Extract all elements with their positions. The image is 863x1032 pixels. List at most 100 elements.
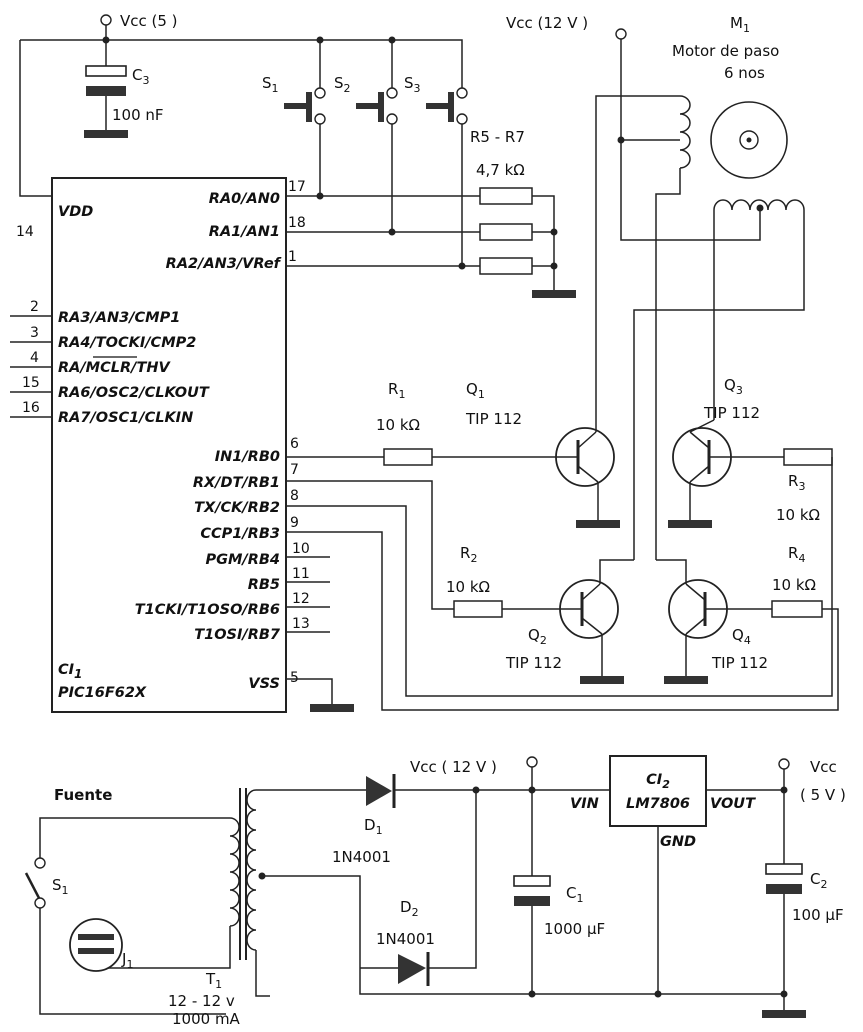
svg-text:RA0/AN0: RA0/AN0 [209, 191, 280, 207]
transistor-q4: Q4 TIP 112 [656, 559, 772, 684]
svg-text:R4: R4 [788, 544, 805, 565]
svg-text:S1: S1 [262, 74, 279, 95]
svg-text:1000 mA: 1000 mA [172, 1010, 241, 1028]
motor-m1: Vcc (12 V ) M1 Motor de paso 6 nos [506, 14, 805, 560]
svg-text:RA1/AN1: RA1/AN1 [209, 224, 280, 240]
svg-text:10 kΩ: 10 kΩ [772, 576, 816, 594]
svg-text:R3: R3 [788, 472, 805, 493]
svg-text:T1: T1 [205, 970, 222, 991]
svg-text:9: 9 [290, 515, 299, 531]
svg-text:RX/DT/RB1: RX/DT/RB1 [193, 475, 280, 491]
svg-text:TX/CK/RB2: TX/CK/RB2 [194, 500, 280, 516]
regulator-ci2: CI2 LM7806 VIN VOUT GND [570, 755, 784, 998]
svg-text:C2: C2 [810, 870, 827, 891]
svg-text:Q4: Q4 [732, 626, 751, 647]
svg-text:1N4001: 1N4001 [376, 930, 435, 948]
svg-text:17: 17 [288, 179, 306, 195]
resistors-r5-r7: R5 - R7 4,7 kΩ [286, 128, 576, 298]
svg-text:Motor de paso: Motor de paso [672, 42, 779, 60]
svg-text:3: 3 [30, 325, 39, 341]
transistor-q1: Q1 TIP 112 [465, 380, 620, 528]
svg-text:GND: GND [660, 834, 696, 850]
svg-text:J1: J1 [121, 950, 133, 971]
diode-d2: D2 1N4001 [360, 786, 480, 986]
svg-text:( 5 V ): ( 5 V ) [800, 786, 846, 804]
switch-s1-psu [34, 857, 46, 869]
jack-j1: J1 [69, 918, 133, 972]
svg-text:100 nF: 100 nF [112, 106, 164, 124]
vcc5-rail: Vcc (5 ) [19, 12, 463, 197]
svg-text:6 nos: 6 nos [724, 64, 765, 82]
resistor-r2: R2 10 kΩ [286, 480, 560, 618]
capacitor-c3: C3 100 nF [84, 40, 164, 138]
svg-text:1: 1 [288, 249, 297, 265]
svg-text:10 kΩ: 10 kΩ [376, 416, 420, 434]
svg-text:T1OSI/RB7: T1OSI/RB7 [194, 627, 281, 643]
capacitor-c2: C2 100 µF [765, 790, 844, 1010]
fuente-title: Fuente [54, 786, 112, 804]
svg-text:RA4/TOCKI/CMP2: RA4/TOCKI/CMP2 [58, 335, 196, 351]
transistor-q2: Q2 TIP 112 [505, 559, 634, 684]
resistor-r4: R4 10 kΩ [286, 531, 839, 711]
svg-text:RA/MCLR/THV: RA/MCLR/THV [58, 360, 171, 376]
svg-text:RA7/OSC1/CLKIN: RA7/OSC1/CLKIN [58, 410, 193, 426]
svg-text:18: 18 [288, 215, 306, 231]
svg-text:PGM/RB4: PGM/RB4 [205, 552, 280, 568]
svg-text:RB5: RB5 [248, 577, 280, 593]
resistor-r1: R1 10 kΩ [286, 380, 556, 466]
svg-text:C1: C1 [566, 884, 583, 905]
svg-text:1N4001: 1N4001 [332, 848, 391, 866]
svg-text:R2: R2 [460, 544, 477, 565]
ic-ci1: 14 VDD 2 RA3/AN3/CMP1 3 RA4/TOCKI/CMP2 4… [10, 177, 354, 713]
svg-text:M1: M1 [730, 14, 750, 35]
svg-text:1000 µF: 1000 µF [544, 920, 605, 938]
svg-text:IN1/RB0: IN1/RB0 [215, 449, 280, 465]
svg-text:7: 7 [290, 462, 299, 478]
svg-text:RA2/AN3/VRef: RA2/AN3/VRef [166, 256, 282, 272]
svg-text:S1: S1 [52, 876, 69, 897]
svg-text:VOUT: VOUT [710, 796, 756, 812]
diode-d1: D1 1N4001 [332, 774, 610, 866]
capacitor-c1: C1 1000 µF [513, 790, 605, 998]
svg-text:100 µF: 100 µF [792, 906, 844, 924]
svg-text:8: 8 [290, 488, 299, 504]
svg-text:Vcc ( 12 V ): Vcc ( 12 V ) [410, 758, 497, 776]
vcc5-label: Vcc (5 ) [120, 12, 178, 30]
svg-text:TIP 112: TIP 112 [505, 654, 562, 672]
svg-text:13: 13 [292, 616, 310, 632]
svg-text:4,7 kΩ: 4,7 kΩ [476, 161, 525, 179]
svg-text:R5 - R7: R5 - R7 [470, 128, 525, 146]
svg-text:14: 14 [16, 224, 34, 240]
svg-text:TIP 112: TIP 112 [703, 404, 760, 422]
svg-text:CI2: CI2 [646, 772, 670, 791]
svg-text:D2: D2 [400, 898, 419, 919]
svg-text:Q2: Q2 [528, 626, 547, 647]
svg-text:S2: S2 [334, 74, 351, 95]
svg-text:C3: C3 [132, 66, 149, 87]
svg-text:4: 4 [30, 350, 39, 366]
svg-text:16: 16 [22, 400, 40, 416]
svg-text:5: 5 [290, 670, 299, 686]
svg-text:RA6/OSC2/CLKOUT: RA6/OSC2/CLKOUT [58, 385, 210, 401]
svg-text:VSS: VSS [248, 676, 280, 692]
svg-text:Vcc (12 V ): Vcc (12 V ) [506, 14, 588, 32]
svg-text:15: 15 [22, 375, 40, 391]
switch-s2: S2 [334, 40, 398, 232]
svg-text:Q1: Q1 [466, 380, 485, 401]
svg-text:10 kΩ: 10 kΩ [776, 506, 820, 524]
svg-text:CCP1/RB3: CCP1/RB3 [200, 526, 280, 542]
svg-text:R1: R1 [388, 380, 405, 401]
svg-text:10 kΩ: 10 kΩ [446, 578, 490, 596]
svg-text:D1: D1 [364, 816, 383, 837]
svg-text:PIC16F62X: PIC16F62X [58, 685, 147, 701]
svg-text:6: 6 [290, 436, 299, 452]
svg-text:11: 11 [292, 566, 310, 582]
switch-s1: S1 [262, 40, 326, 196]
svg-text:RA3/AN3/CMP1: RA3/AN3/CMP1 [58, 310, 180, 326]
vcc5-terminal [100, 14, 112, 26]
resistor-r3: R3 10 kΩ [286, 448, 833, 697]
switch-s3: S3 [404, 74, 468, 266]
svg-text:T1CKI/T1OSO/RB6: T1CKI/T1OSO/RB6 [135, 602, 280, 618]
svg-text:12 - 12 v: 12 - 12 v [168, 992, 235, 1010]
